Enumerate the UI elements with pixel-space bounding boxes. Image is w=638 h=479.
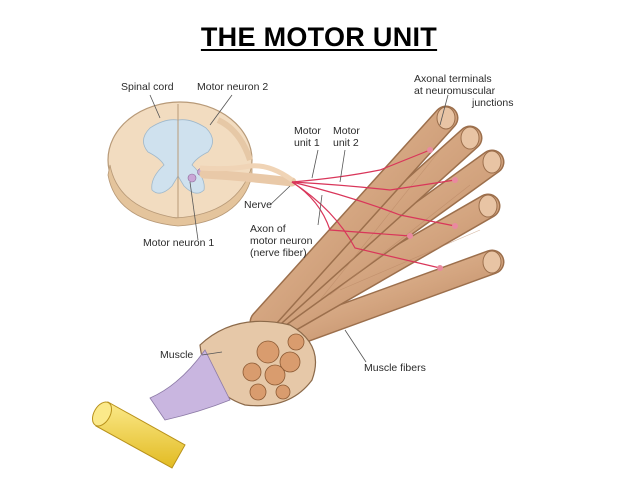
label-motor-unit-2a: Motor	[333, 125, 360, 137]
label-axon-3: (nerve fiber)	[250, 247, 307, 259]
muscle-fiber-1	[292, 249, 505, 343]
label-motor-unit-1b: unit 1	[294, 137, 320, 149]
page-title: THE MOTOR UNIT	[200, 22, 438, 52]
label-muscle-fibers: Muscle fibers	[364, 362, 426, 374]
label-axonal-terminals-1: Axonal terminals	[414, 73, 492, 85]
label-axon-1: Axon of	[250, 223, 286, 235]
label-nerve: Nerve	[244, 199, 272, 211]
axon-lines	[291, 147, 458, 271]
label-spinal-cord: Spinal cord	[121, 81, 174, 93]
motor-neuron-1-body	[187, 173, 197, 183]
label-motor-neuron-1: Motor neuron 1	[143, 237, 214, 249]
label-axon-2: motor neuron	[250, 235, 313, 247]
label-motor-unit-1a: Motor	[294, 125, 321, 137]
label-muscle: Muscle	[160, 349, 193, 361]
bone	[92, 401, 186, 469]
muscle-bundle	[149, 320, 317, 421]
muscle-fiber-5	[249, 105, 459, 335]
spinal-cord-section	[107, 101, 297, 227]
label-axonal-terminals-3: junctions	[471, 97, 513, 109]
label-motor-neuron-2: Motor neuron 2	[197, 81, 268, 93]
label-motor-unit-2b: unit 2	[333, 137, 359, 149]
label-axonal-terminals-2: at neuromuscular	[414, 85, 496, 97]
